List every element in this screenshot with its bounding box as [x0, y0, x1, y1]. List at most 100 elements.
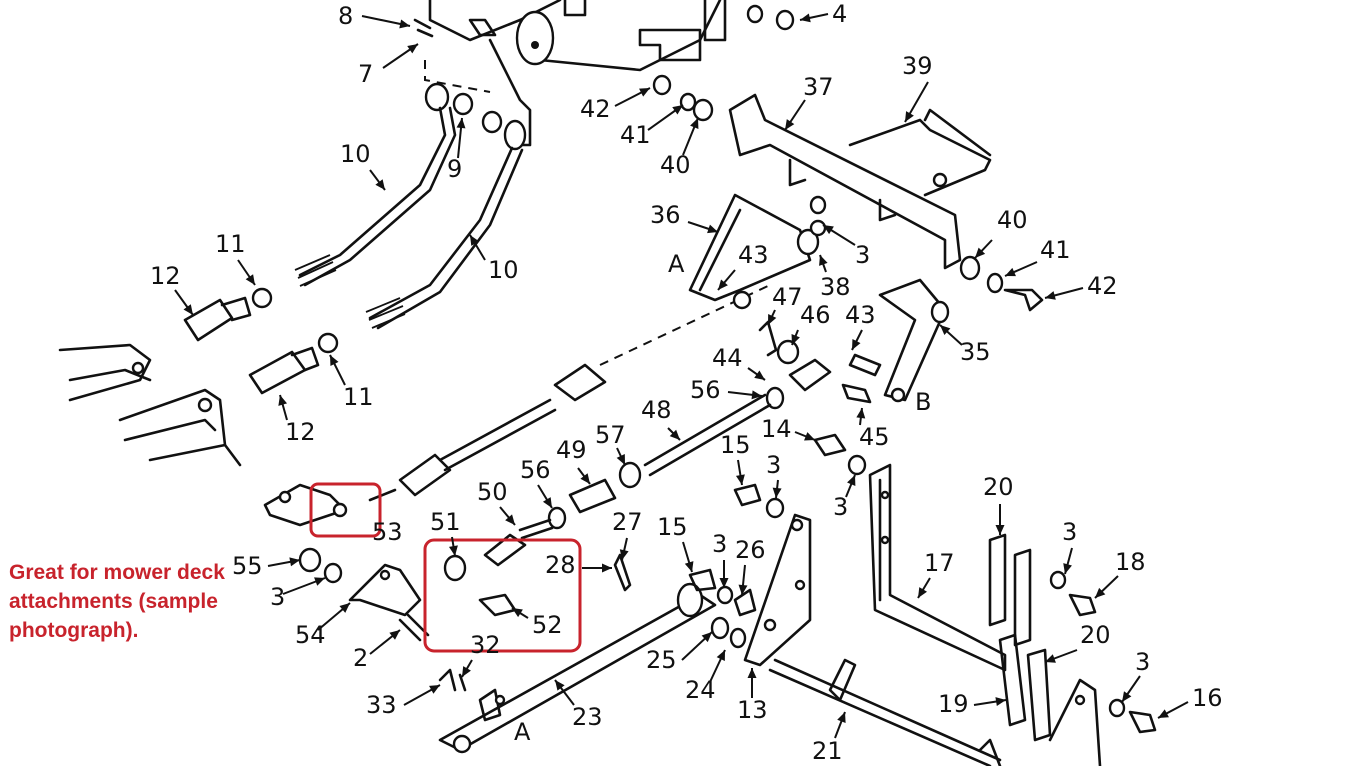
leader-arrowhead-c67	[747, 668, 757, 678]
leader-arrowhead-c40	[505, 514, 515, 525]
callout-label-c41: 20	[983, 473, 1014, 501]
washer-9-right	[481, 110, 503, 134]
leader-arrowhead-c13	[975, 247, 986, 258]
leader-arrowhead-c58	[701, 632, 712, 643]
callout-label-c33: 45	[859, 423, 890, 451]
leader-arrowhead-c56	[389, 630, 400, 640]
callout-label-c30: 12	[285, 418, 316, 446]
arm-35	[848, 278, 950, 403]
callout-label-c36: 3	[766, 451, 781, 479]
callout-label-c14: 41	[1040, 236, 1071, 264]
callout-label-c24: 43	[845, 301, 876, 329]
callout-label-c57: 32	[470, 631, 501, 659]
leader-arrowhead-c43	[448, 545, 458, 556]
leader-arrowhead-c45	[684, 561, 694, 572]
leader-arrowhead-c26	[754, 370, 765, 380]
callout-label-c1: 8	[338, 2, 353, 30]
leader-arrowhead-c9	[375, 179, 385, 190]
callout-label-c6: 42	[580, 95, 611, 123]
leader-arrowhead-c23	[791, 334, 800, 345]
leader-arrowhead-c39	[847, 475, 856, 486]
lift-rod-upper	[294, 82, 457, 287]
callout-label-c55: 54	[295, 621, 326, 649]
leader-arrowhead-c18	[470, 235, 480, 246]
callout-label-c65: 23	[572, 703, 603, 731]
leader-arrowhead-c57	[462, 666, 471, 677]
leader-arrowhead-c52	[918, 587, 928, 598]
leader-arrowhead-c63	[1158, 709, 1169, 718]
turnbuckle-link	[263, 284, 771, 527]
leader-arrowhead-c25	[940, 325, 951, 336]
lift-rod-lower	[365, 119, 527, 330]
callout-label-c38: 56	[520, 456, 551, 484]
callout-label-c32: 14	[761, 415, 792, 443]
leader-arrowhead-c65	[555, 680, 565, 691]
leader-arrowhead-c47	[738, 584, 748, 595]
callout-label-c67: 13	[737, 696, 768, 724]
leader-arrowhead-c22	[768, 314, 777, 325]
callout-label-c31: 48	[641, 396, 672, 424]
top-bracket	[413, 0, 795, 147]
callout-label-c15: 42	[1087, 272, 1118, 300]
leader-arrowhead-c27	[751, 390, 762, 400]
callout-label-c66: A	[514, 718, 531, 746]
leader-arrowhead-c5	[785, 119, 795, 130]
leader-arrowhead-c20	[718, 279, 728, 290]
middle-hardware	[483, 320, 872, 567]
leader-arrowhead-c30	[278, 395, 288, 406]
arm-36	[688, 193, 827, 310]
callout-label-c53: 3	[270, 583, 285, 611]
callout-label-c25: 35	[960, 338, 991, 366]
callout-label-c2: 7	[358, 60, 373, 88]
callout-label-c50: 55	[232, 552, 263, 580]
leader-arrowhead-c49	[1095, 587, 1106, 598]
leader-arrowhead-c8	[690, 118, 699, 129]
callout-label-c60: 24	[685, 676, 716, 704]
callout-label-c16: 11	[215, 230, 246, 258]
plate-13	[743, 513, 812, 667]
leader-arrowhead-c37	[580, 473, 590, 484]
callout-label-c21: 38	[820, 273, 851, 301]
leader-arrowhead-c38	[542, 497, 552, 508]
callout-label-c23: 46	[800, 301, 831, 329]
leader-arrowhead-c34	[616, 454, 625, 465]
callout-label-c37: 49	[556, 436, 587, 464]
callout-label-c29: 11	[343, 383, 374, 411]
callout-label-c3: 4	[832, 0, 847, 28]
leader-arrowhead-c17	[183, 304, 193, 315]
callout-label-c45: 15	[657, 513, 688, 541]
callout-label-c56: 2	[353, 644, 368, 672]
leader-arrowhead-c54	[512, 608, 523, 618]
callout-label-c10: 9	[447, 155, 462, 183]
callout-label-c35: 15	[720, 431, 751, 459]
leader-arrowhead-c32	[804, 432, 815, 441]
callout-label-c59: 20	[1080, 621, 1111, 649]
leader-arrowhead-c12	[823, 225, 834, 235]
leader-arrowhead-c16	[245, 274, 255, 285]
leader-arrowhead-c48	[1063, 563, 1072, 574]
leader-arrowhead-c59	[1045, 654, 1056, 663]
callout-label-c27: 56	[690, 376, 721, 404]
callout-label-c48: 3	[1062, 518, 1077, 546]
leader-arrowhead-c64	[429, 685, 440, 694]
left-frame	[58, 343, 242, 467]
callout-label-c18: 10	[488, 256, 519, 284]
callout-label-c63: 16	[1192, 684, 1223, 712]
callout-label-c12: 3	[855, 241, 870, 269]
callout-label-c49: 18	[1115, 548, 1146, 576]
washer-9-left	[452, 92, 474, 116]
callout-label-c17: 12	[150, 262, 181, 290]
callout-label-c64: 33	[366, 691, 397, 719]
leader-arrowhead-c36	[772, 487, 782, 498]
leader-arrowhead-c68	[837, 712, 846, 723]
callout-label-c11: 36	[650, 201, 681, 229]
callout-label-c43: 51	[430, 508, 461, 536]
leader-arrowhead-c14	[1005, 267, 1016, 277]
leader-arrowhead-c21	[819, 255, 828, 266]
highlight-box-large	[423, 538, 582, 653]
callout-label-c58: 25	[646, 646, 677, 674]
plates-19	[978, 633, 1157, 766]
shaft-21	[768, 658, 1002, 766]
